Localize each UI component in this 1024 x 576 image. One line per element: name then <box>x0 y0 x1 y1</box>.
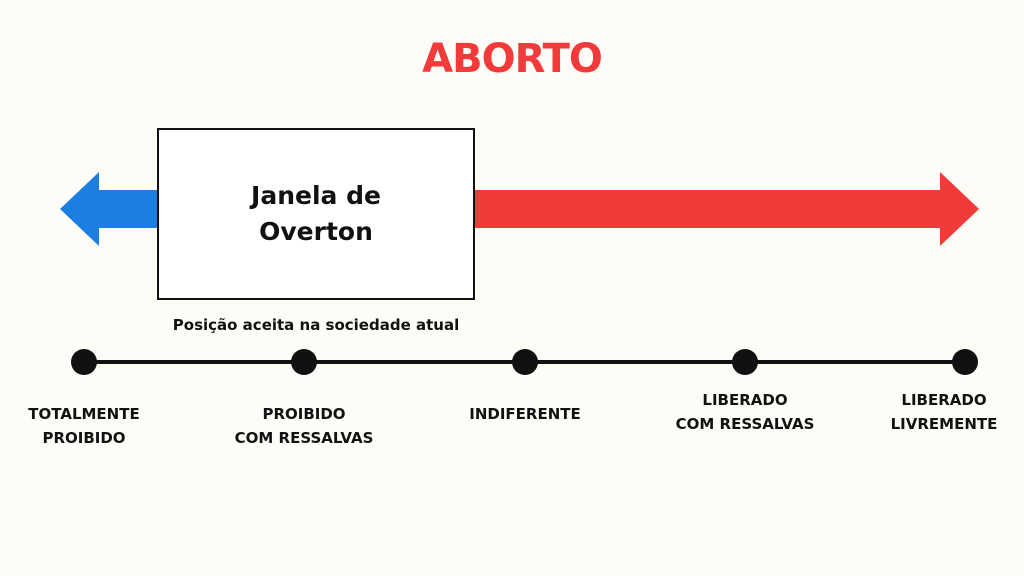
scale-point-indiferente <box>512 349 538 375</box>
scale-label-liberado-livremente: LIBERADO LIVREMENTE <box>890 391 998 433</box>
overton-window-label: Janela de Overton <box>251 181 381 246</box>
right-arrow <box>474 172 979 246</box>
overton-window-caption: Posição aceita na sociedade atual <box>172 316 460 334</box>
scale-point-totalmente-proibido <box>71 349 97 375</box>
scale-label-totalmente-proibido: TOTALMENTE PROIBIDO <box>28 405 140 447</box>
scale-point-liberado-com-ressalvas <box>732 349 758 375</box>
scale-label-liberado-com-ressalvas: LIBERADO COM RESSALVAS <box>675 391 815 433</box>
scale-point-liberado-livremente <box>952 349 978 375</box>
scale-point-proibido-com-ressalvas <box>291 349 317 375</box>
overton-window-box: Janela de Overton <box>157 128 475 300</box>
scale-label-indiferente: INDIFERENTE <box>469 405 581 423</box>
scale-label-proibido-com-ressalvas: PROIBIDO COM RESSALVAS <box>234 405 374 447</box>
left-arrow <box>60 172 160 246</box>
diagram-title: ABORTO <box>422 36 603 82</box>
